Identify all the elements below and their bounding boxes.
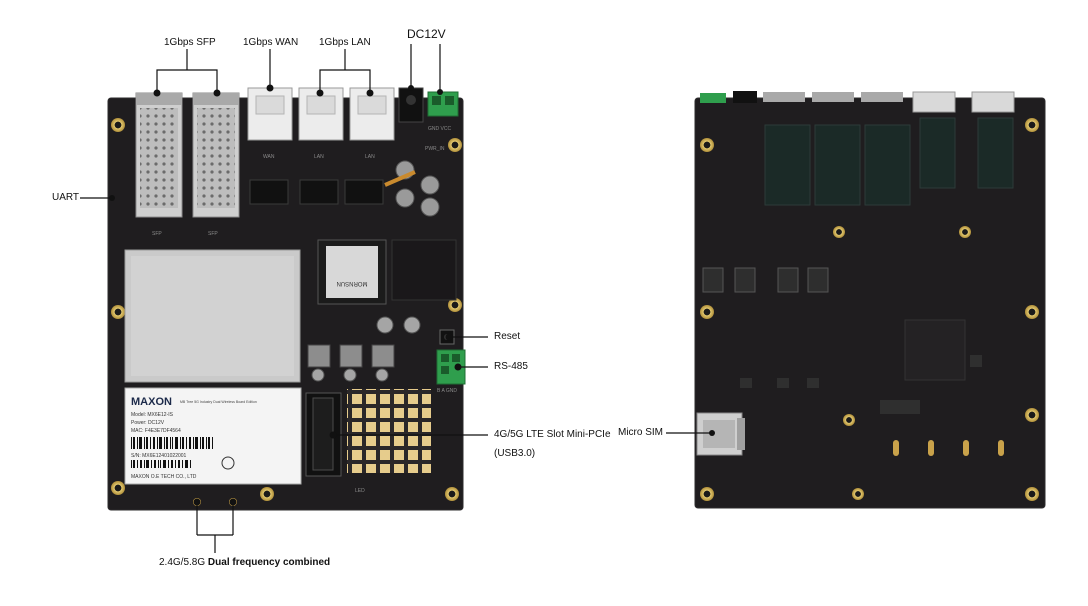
sfp1-silk: SFP bbox=[152, 231, 162, 237]
rj45-wan bbox=[247, 87, 293, 141]
mount-hole bbox=[700, 487, 714, 501]
ic-row bbox=[249, 179, 384, 205]
label-reset: Reset bbox=[494, 331, 521, 342]
label-dc: DC12V bbox=[407, 27, 446, 41]
mount-hole bbox=[448, 298, 462, 312]
label-lte-line2: (USB3.0) bbox=[494, 448, 536, 459]
label-sfp: 1Gbps SFP bbox=[164, 37, 216, 48]
mount-hole bbox=[260, 487, 274, 501]
front-board: SFP SFP WAN LAN LAN GND VCC PWR_IN bbox=[107, 87, 466, 511]
back-sfp bbox=[971, 91, 1015, 113]
mount-hole bbox=[111, 118, 125, 132]
lan1-silk: LAN bbox=[314, 154, 324, 160]
capacitor bbox=[420, 175, 440, 195]
barcode bbox=[131, 437, 213, 449]
mount-hole bbox=[448, 138, 462, 152]
mount-hole bbox=[959, 226, 971, 238]
back-chips bbox=[702, 267, 829, 293]
sticker-mac: MAC: F4E3E7DF4564 bbox=[131, 428, 181, 434]
cert-mark bbox=[221, 456, 235, 470]
callout-dots bbox=[109, 84, 715, 506]
mount-hole bbox=[1025, 487, 1039, 501]
mount-hole bbox=[111, 305, 125, 319]
barcode-2 bbox=[131, 460, 191, 468]
label-antenna-prefix: 2.4G/5.8G bbox=[159, 557, 206, 568]
back-rj45 bbox=[763, 92, 805, 102]
capacitor bbox=[395, 188, 415, 208]
mount-hole bbox=[1025, 408, 1039, 422]
lan2-silk: LAN bbox=[365, 154, 375, 160]
mount-hole bbox=[1025, 118, 1039, 132]
module-area bbox=[391, 239, 457, 301]
mount-hole bbox=[833, 226, 845, 238]
mount-hole bbox=[1025, 305, 1039, 319]
sticker-model: Model: MX6E12-IS bbox=[131, 412, 174, 418]
pad-grid bbox=[347, 389, 431, 473]
back-sfp bbox=[912, 91, 956, 113]
mount-hole bbox=[852, 488, 864, 500]
back-dcjack bbox=[733, 91, 757, 103]
product-sticker: MAXON MB Tree 5G Industry Dual Wireless … bbox=[124, 387, 302, 485]
capacitor bbox=[420, 197, 440, 217]
label-uart: UART bbox=[52, 192, 80, 203]
label-lte-line1: 4G/5G LTE Slot Mini-PCIe bbox=[494, 429, 611, 440]
back-rj45 bbox=[861, 92, 903, 102]
back-gold-pads bbox=[893, 440, 1004, 456]
back-rj45 bbox=[812, 92, 854, 102]
back-zones bbox=[764, 117, 1014, 206]
label-wan: 1Gbps WAN bbox=[243, 37, 299, 48]
mount-hole bbox=[843, 414, 855, 426]
label-micro-sim: Micro SIM bbox=[618, 427, 663, 438]
label-antenna: 2.4G/5.8G Dual frequency combined bbox=[159, 557, 330, 568]
callout-lines bbox=[80, 44, 712, 553]
mount-hole bbox=[700, 138, 714, 152]
mount-hole bbox=[111, 481, 125, 495]
label-lan: 1Gbps LAN bbox=[319, 37, 371, 48]
rj45-lan-1 bbox=[298, 87, 344, 141]
dc-silk: GND VCC bbox=[428, 126, 451, 132]
small-caps bbox=[311, 316, 421, 382]
label-rs485: RS-485 bbox=[494, 361, 528, 372]
sticker-power: Power: DC12V bbox=[131, 420, 165, 426]
inductors bbox=[307, 344, 395, 368]
bga-area bbox=[904, 319, 966, 381]
mornsun-silk: MORNSUN bbox=[337, 280, 368, 286]
sfp-cage-2 bbox=[192, 92, 240, 218]
power-module: MORNSUN bbox=[317, 239, 387, 305]
back-board bbox=[694, 91, 1046, 509]
sticker-serial: S/N: MX6E12401022001 bbox=[131, 453, 187, 459]
rj45-lan-2 bbox=[349, 87, 395, 141]
sticker-tagline: MB Tree 5G Industry Dual Wireless Board … bbox=[180, 400, 257, 404]
pwr-silk: PWR_IN bbox=[425, 146, 445, 152]
rs485-silk: B A GND bbox=[437, 388, 457, 394]
mount-hole bbox=[700, 305, 714, 319]
sticker-brand: MAXON bbox=[131, 396, 172, 408]
sfp2-silk: SFP bbox=[208, 231, 218, 237]
mount-hole bbox=[445, 487, 459, 501]
sticker-company: MAXON O.E TECH CO., LTD bbox=[131, 474, 197, 480]
led-silk: LED bbox=[355, 488, 365, 494]
label-antenna-suffix: Dual frequency combined bbox=[207, 557, 331, 568]
back-smd bbox=[740, 355, 982, 414]
sfp-cage-1 bbox=[135, 92, 183, 218]
back-terminal bbox=[700, 93, 726, 103]
wan-silk: WAN bbox=[263, 154, 275, 160]
ferrite bbox=[384, 170, 416, 187]
